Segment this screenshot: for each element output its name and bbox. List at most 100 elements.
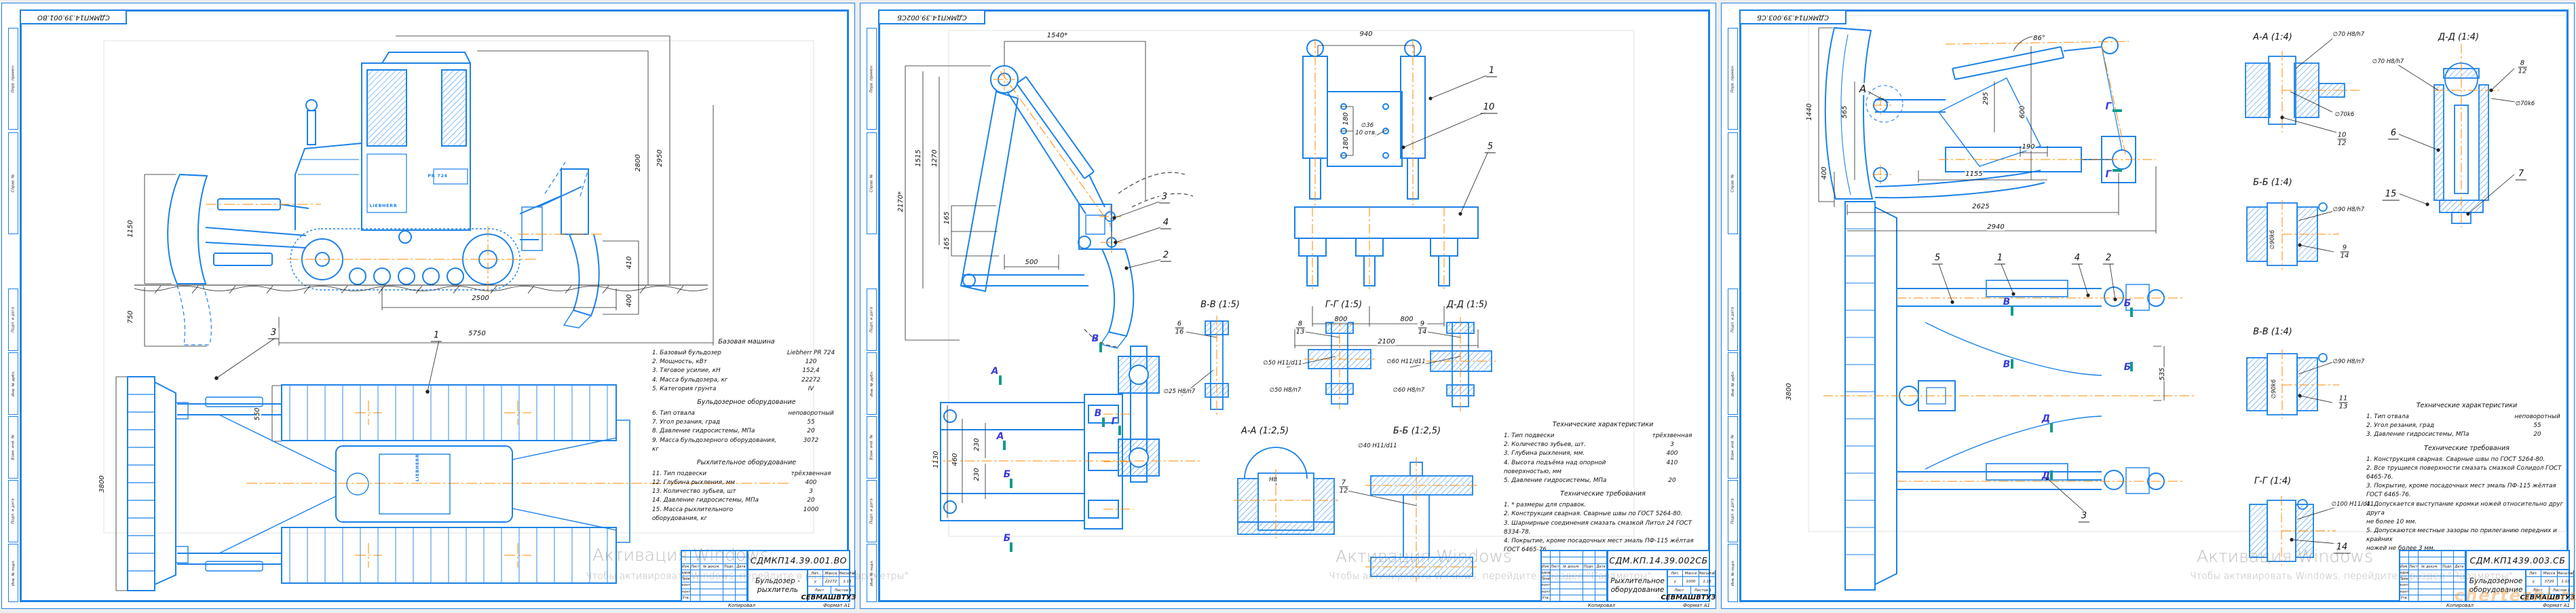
tech-characteristics: Технические характеристики 1. Тип отвала… [2366,397,2567,554]
copied-label: Копировал [2446,603,2474,608]
windows-watermark: Активация Windows [2197,546,2373,566]
margin-box: Взам. инв. № [867,416,877,479]
ripper-side-view [960,65,1194,349]
ripper-plan-view [940,394,1123,530]
top-stamp: СДМКП14.39.001.ВО [20,10,127,24]
margin-box: Справ. № [1728,132,1738,234]
requirement-line: 3. Покрытие, кроме посадочных мест эмаль… [2366,483,2556,490]
section-ticks [999,343,1121,552]
margin-box: Подп. и дата [867,480,877,542]
margin-box: Инв. № дубл. [867,352,877,415]
section-details [1205,320,1492,577]
margin-box: Подп. и дата [867,289,877,351]
windows-watermark: Активация Windows [1336,546,1512,566]
windows-watermark: Активация Windows [592,545,769,565]
site-watermark: chertezhi.ru [2455,586,2576,605]
stamp-doc-number: СДМКП14.39.002СБ [896,13,967,21]
requirement-line: 2. Все трущиеся поверхности смазать смаз… [2366,464,2562,481]
format-label: Формат А1 [823,603,850,608]
tech-row: 15. Масса рыхлительного оборудования, кг… [652,506,819,522]
requirement-line: не более 10 мм. [2366,518,2417,525]
blade-side-view [1824,26,2136,200]
part-name: Рыхлительное оборудование [1608,570,1668,601]
doc-number: СДМ.КП1439.003.СБ [2467,551,2569,570]
windows-watermark-sub: Чтобы активировать Windows, перейдите в … [1329,571,1655,582]
organization: СЕВМАШВТУЗ [1661,594,1716,601]
sheet3-drawing [1808,15,2566,591]
section-ticks [2011,109,2133,480]
organization: СЕВМАШВТУЗ [801,594,856,601]
doc-number: СДМКП14.39.001.ВО [749,551,849,570]
margin-box: Подп. и дата [8,289,18,351]
requirement-line: ножей не более 3 мм. [2366,545,2436,553]
margin-box: Инв. № подл. [8,544,18,602]
req-heading: Технические требования [2424,444,2509,452]
windows-watermark-sub: Чтобы активировать Windows, перейдите в … [586,571,912,582]
margin-box: Инв. № подл. [1728,544,1738,602]
dimension-lines [905,41,1491,518]
requirement-line: 4. Покрытие, кроме посадочных мест эмаль… [1504,537,1694,544]
margin-box: Подп. и дата [1728,480,1738,542]
copied-label: Копировал [728,603,755,608]
margin-box: Перв. примен. [867,28,877,130]
requirement-line: 2. Конструкция сварная. Сварные швы по Г… [1504,510,1683,518]
requirement-line: ГОСТ 6465-76. [1504,546,1549,554]
bulldozer-top-view [127,376,630,591]
windows-watermark-sub: Чтобы активировать Windows, перейдите в … [2190,571,2516,582]
margin-box: Инв. № подл. [867,544,877,602]
top-stamp: СДМКП14.39.003.СБ [1739,10,1846,24]
req-heading: Технические требования [1560,490,1646,498]
requirement-line: ГОСТ 6465-76. [2366,491,2411,499]
tech-row: 2. Количество зубьев, шт.3 [1504,441,1674,449]
tech-row: 4. Высота подъёма над опорной поверхност… [1504,459,1678,475]
tooth-side-view [1118,346,1160,483]
margin-box: Инв. № дубл. [8,352,18,415]
tech-heading: Технические характеристики [2416,402,2518,409]
sheet2-drawing [905,30,1635,582]
tech-heading: Базовая машина [718,338,775,346]
tech-heading: Технические характеристики [1552,421,1654,428]
format-label: Формат А1 [2543,603,2570,608]
view-boundary [1808,15,2566,532]
centerlines [1823,41,2502,565]
requirement-line: 1. Конструкция сварная. Сварные швы по Г… [2366,456,2545,463]
tech-characteristics: Технические характеристики 1. Тип подвес… [1504,416,1702,555]
margin-box: Справ. № [867,132,877,234]
margin-box: Перв. примен. [1728,28,1738,130]
requirement-line: 1. * размеры для справок. [1504,502,1587,509]
tech-row: 3. Глубина рыхления, мм.400 [1504,450,1678,458]
margin-box: Взам. инв. № [1728,416,1738,479]
margin-box: Справ. № [8,132,18,234]
format-strip: Копировал Формат А1 [2399,603,2570,608]
dimension-lines [1818,27,2520,544]
